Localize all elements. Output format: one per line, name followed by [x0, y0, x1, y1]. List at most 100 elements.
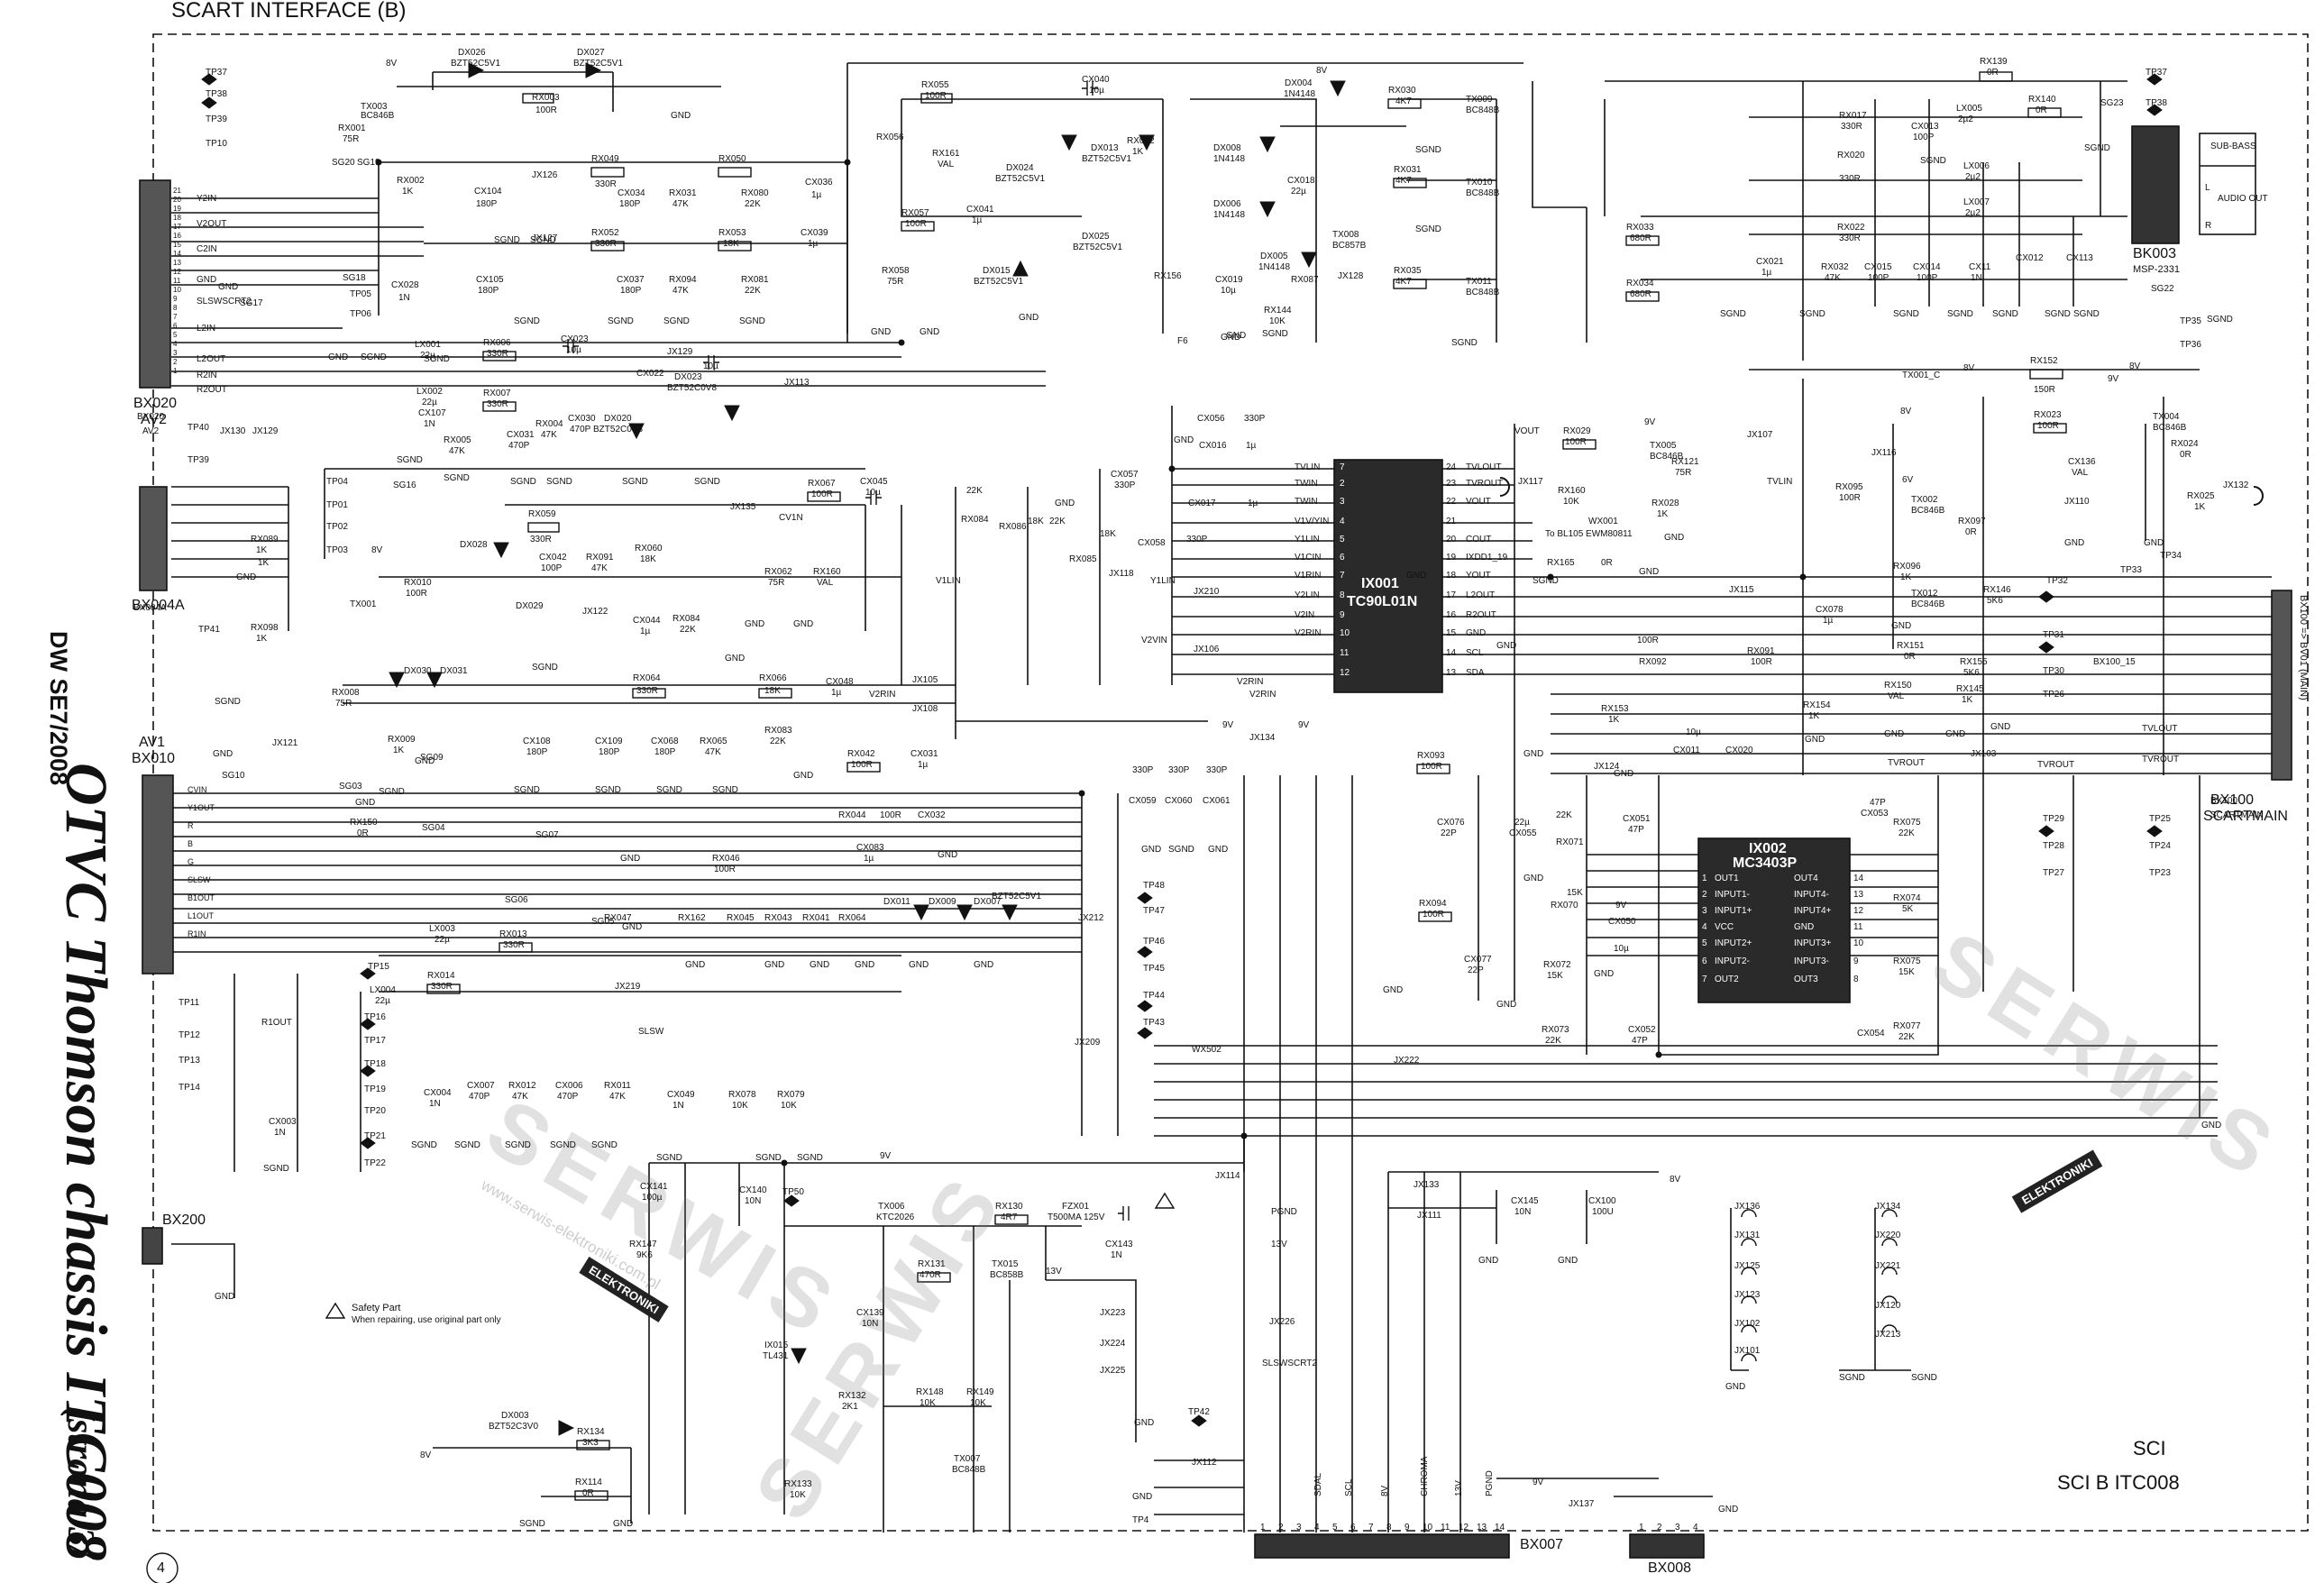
bx020-pin-number: 8 [173, 304, 178, 312]
component-label: BZT52C0V8 [667, 383, 718, 393]
component-label: DX027 [577, 48, 605, 58]
sheet-label-sci: SCI [2133, 1437, 2166, 1459]
component-label: CX020 [1725, 746, 1753, 755]
component-label: LX001 [415, 340, 441, 350]
component-label: TP04 [326, 477, 348, 487]
ix001-left-pin-number: 11 [1340, 648, 1350, 658]
component-label: CX031 [507, 430, 535, 440]
component-label: DX020 [604, 414, 632, 424]
component-label: GND [671, 111, 691, 121]
ix001-right-pin-name: L2OUT [1466, 590, 1496, 600]
component-label: 330R [595, 239, 617, 249]
bx020-signal-name: R2IN [197, 371, 217, 380]
component-label: GND [2064, 538, 2085, 548]
component-label: SGND [1168, 845, 1194, 855]
component-label: RX153 [1601, 704, 1629, 714]
component-label: 100R [1421, 762, 1442, 772]
component-label: CX015 [1864, 262, 1892, 272]
component-label: 22P [1441, 828, 1457, 838]
component-label: LX006 [1963, 161, 1990, 171]
bx007-pin-number: 2 [1278, 1523, 1284, 1533]
component-label: TP30 [2043, 666, 2064, 676]
component-label: R1OUT [261, 1018, 292, 1028]
component-label: RX011 [604, 1081, 631, 1091]
component-label: SGND [519, 1519, 545, 1529]
component-label: TP47 [1143, 906, 1165, 916]
component-label: SG20 [332, 158, 355, 168]
component-label: CX113 [2066, 253, 2093, 263]
ix002-right-pin-name: INPUT3- [1794, 956, 1829, 966]
ix002-left-pin-number: 3 [1702, 906, 1707, 916]
ix001-left-pin-name: TWIN [1295, 497, 1318, 507]
audio-out-box [2199, 133, 2256, 235]
ix001-right-pin-number: 18 [1446, 571, 1457, 581]
component-label: TP36 [2180, 340, 2201, 350]
component-label: TX015 [992, 1259, 1019, 1269]
component-label: 9V [1533, 1478, 1544, 1487]
component-label: RX058 [882, 266, 910, 276]
component-label: 1K [1962, 695, 1973, 705]
ix001-left-pin-name: TVLIN [1295, 462, 1321, 472]
bx007-pin-number: 12 [1459, 1523, 1469, 1533]
component-label: TX012 [1911, 589, 1938, 599]
ix001-left-pin-name: V2RIN [1295, 628, 1322, 638]
component-label: CX041 [966, 205, 994, 215]
component-label: RX156 [1154, 271, 1182, 281]
component-label: CX021 [1756, 257, 1784, 267]
component-label: 1µ [864, 854, 874, 864]
av1-sublabel: BX010 [132, 751, 176, 766]
jumper-arc [1741, 1238, 1757, 1247]
component-label: DX025 [1082, 232, 1110, 242]
component-label: SGND [1720, 309, 1746, 319]
component-label: 1N [274, 1128, 286, 1138]
component-label: 15K [1547, 971, 1563, 981]
bx004a-label: BX004A [132, 598, 185, 613]
component-label: RX162 [678, 913, 706, 923]
component-label: 0R [1965, 527, 1977, 537]
component-label: 100R [406, 589, 427, 599]
component-label: TVROUT [2142, 755, 2180, 764]
component-label: TL431 [763, 1351, 789, 1361]
bx020-pin-number: 3 [173, 349, 178, 357]
component-label: GND [1523, 874, 1544, 883]
component-label: 2µ2 [1965, 172, 1981, 182]
component-label: GND [1945, 729, 1966, 739]
component-label: BZT52C5V1 [573, 59, 624, 69]
component-label: SGND [444, 473, 470, 483]
component-label: BC848B [1466, 188, 1500, 198]
ix001-right-pin-name: VOUT [1466, 497, 1491, 507]
component-label: 330P [1114, 480, 1136, 490]
component-label: BC857B [1332, 241, 1367, 251]
component-label: RX029 [1563, 426, 1591, 436]
component-label: RX152 [2030, 356, 2058, 366]
component-label: 1µ [1761, 268, 1772, 278]
component-label: SGND [2084, 143, 2110, 153]
jumper-arc [1881, 1209, 1898, 1218]
component-label: TP03 [326, 545, 348, 555]
jumper-arc [1741, 1324, 1757, 1333]
bx200-connector [142, 1227, 163, 1265]
component-label: RX010 [404, 578, 432, 588]
component-label: 10K [920, 1398, 936, 1408]
component-label: GND [793, 771, 814, 781]
component-label: TP38 [2146, 98, 2167, 108]
component-label: RX057 [901, 208, 929, 218]
component-label: SG07 [535, 830, 559, 840]
ix001-right-pin-number: 15 [1446, 628, 1457, 638]
component-label: 1N [424, 419, 435, 429]
component-label: RX041 [802, 913, 830, 923]
component-label: JX221 [1875, 1261, 1901, 1271]
component-label: JX126 [532, 170, 558, 180]
component-label: 75R [768, 578, 785, 588]
component-label: CX028 [391, 280, 419, 290]
component-label: RX075 [1893, 956, 1921, 966]
component-label: TP39 [188, 455, 209, 465]
ix002-right-pin-number: 10 [1853, 938, 1864, 948]
bx020-signal-name: GND [197, 275, 217, 285]
component-label: TP28 [2043, 841, 2064, 851]
component-label: RX030 [1388, 86, 1416, 96]
component-label: 22µ [435, 935, 450, 945]
bx008-pin-number: 1 [1639, 1523, 1644, 1533]
component-label: RX095 [1835, 482, 1863, 492]
component-label: GND [1141, 845, 1162, 855]
